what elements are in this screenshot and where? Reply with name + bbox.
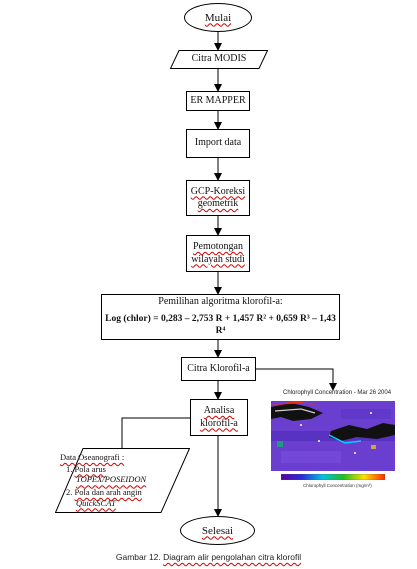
ocean-data-title-text: Data Oseanografi : [60,452,125,462]
item-number: 2. [66,486,73,497]
map-colorbar-label: Chlorophyll Concentration (mg/m³) [303,483,372,488]
item-line2: TOPEX/POSEIDON [76,474,147,485]
algorithm-formula: Log (chlor) = 0,283 – 2,753 R + 1,457 R²… [105,314,336,337]
start-terminal: Mulai [184,3,252,32]
analysis-box: Analisa klorofil-a [190,399,248,436]
end-label: Selesai [201,524,234,537]
import-data-box: Import data [186,129,250,158]
caption-text: Diagram alir pengolahan citra klorofil [163,552,302,562]
map-title: Chlorophyll Concentration - Mar 26 2004 [283,390,392,396]
modis-input-shape [170,50,268,69]
chlorophyll-map-figure: Chlorophyll Concentration - Mar 26 2004 [263,390,403,497]
chlorophyll-image-label: Citra Klorofil-a [187,362,250,374]
start-label: Mulai [204,11,232,24]
analysis-label-line2: klorofil-a [200,417,238,429]
gcp-label-line2: geometrik [197,198,239,209]
ermapper-label: ER MAPPER [190,94,246,106]
caption-label: Gambar 12. [115,552,161,562]
ermapper-box: ER MAPPER [186,91,250,111]
figure-caption: Gambar 12. Diagram alir pengolahan citra… [0,552,417,562]
algorithm-title: Pemilihan algoritma klorofil-a: [158,295,283,307]
map-image [271,401,395,471]
import-data-label: Import data [194,137,242,149]
crop-region-box: Pemotongan wilayah studi [186,235,250,272]
line-ocean-to-analysis [121,417,190,450]
ocean-data-item: 1. Pola arus TOPEX/POSEIDON [66,464,178,485]
modis-label: Citra MODIS [191,53,247,64]
ocean-data-title: Data Oseanografi : [60,452,178,463]
crop-label-line1: Pemotongan [193,241,243,252]
gcp-label-line1: GCP-Koreksi [190,185,246,197]
analysis-label-line1: Analisa [203,405,235,416]
end-terminal: Selesai [180,516,255,545]
gcp-correction-box: GCP-Koreksi geometrik [186,180,250,216]
item-number: 1. [66,463,73,474]
item-line2: QuickSCAT [76,497,116,508]
item-line1: Pola arus [74,463,106,474]
chlorophyll-image-box: Citra Klorofil-a [181,357,256,381]
ocean-data-item: 2. Pola dan arah angin QuickSCAT [66,487,178,508]
ocean-data-shape [55,448,190,513]
ocean-data-text: Data Oseanografi : 1. Pola arus TOPEX/PO… [60,452,178,510]
algorithm-box: Pemilihan algoritma klorofil-a: Log (chl… [101,294,340,340]
ocean-data-list: 1. Pola arus TOPEX/POSEIDON 2. Pola dan … [60,464,178,509]
crop-label-line2: wilayah studi [191,253,245,265]
map-colorbar [281,474,385,480]
item-line1: Pola dan arah angin [74,486,142,497]
arrow-chl-to-map [256,368,337,391]
